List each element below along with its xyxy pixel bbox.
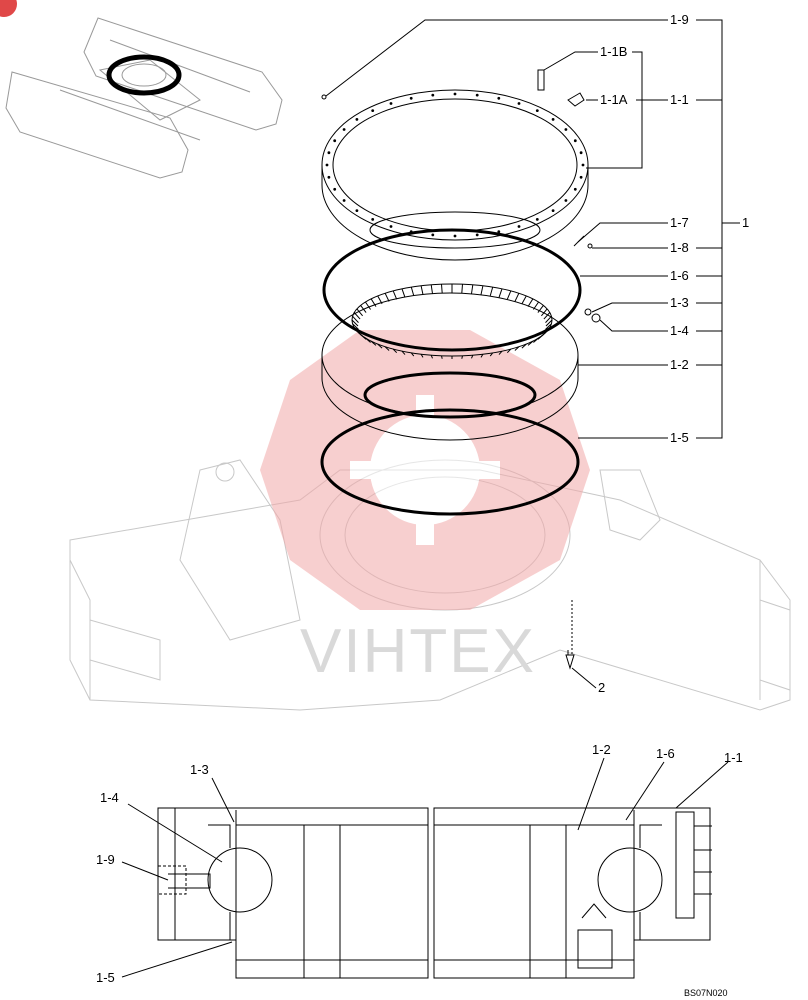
- leader-lines: [325, 19, 740, 689]
- label-1-9: 1-9: [670, 12, 689, 27]
- label-1-3: 1-3: [670, 295, 689, 310]
- bolt-hole: [573, 139, 577, 143]
- bolt-hole: [579, 175, 583, 179]
- label-1-5: 1-5: [670, 430, 689, 445]
- watermark-logo: [260, 330, 590, 610]
- bolt-hole: [409, 96, 413, 100]
- label-1-1B: 1-1B: [600, 44, 627, 59]
- label-1-7: 1-7: [670, 215, 689, 230]
- bolt-hole: [342, 199, 346, 202]
- bolt-hole: [579, 151, 583, 155]
- label-1-4: 1-4: [670, 323, 689, 338]
- bolt-holes: [325, 92, 585, 238]
- bolt-hole: [551, 118, 555, 121]
- bolt-hole: [551, 209, 555, 213]
- watermark-text: VIHTEX: [300, 617, 536, 686]
- bolt-hole: [497, 96, 501, 100]
- bolt-hole: [475, 93, 479, 97]
- section-label-1-2: 1-2: [592, 742, 611, 757]
- bolt-hole: [453, 92, 457, 96]
- section-label-1-9: 1-9: [96, 852, 115, 867]
- undercarriage-thumbnail: [5, 17, 283, 179]
- bolt-hole: [333, 139, 337, 143]
- label-1: 1: [742, 215, 749, 230]
- label-1-6: 1-6: [670, 268, 689, 283]
- section-label-1-3: 1-3: [190, 762, 209, 777]
- seal-1-5: [320, 408, 580, 516]
- section-label-1-5: 1-5: [96, 970, 115, 985]
- corner-marker: [0, 0, 17, 17]
- label-1-8: 1-8: [670, 240, 689, 255]
- bolt-hole: [342, 128, 346, 131]
- bolt-hole: [581, 163, 585, 167]
- section-label-1-4: 1-4: [100, 790, 119, 805]
- bolt-hole: [389, 102, 393, 105]
- label-2: 2: [598, 680, 605, 695]
- seal-1-6: [322, 228, 582, 352]
- section-labels: 1-2 1-6 1-1 1-3 1-4 1-9 1-5: [96, 742, 743, 985]
- bolt-hole: [355, 209, 359, 213]
- section-label-1-6: 1-6: [656, 746, 675, 761]
- cross-section: [121, 757, 729, 979]
- bolt-hole: [573, 187, 577, 191]
- bolt-hole: [371, 218, 375, 221]
- bolt-hole: [327, 175, 331, 179]
- bolt-hole: [389, 225, 393, 228]
- bolt-hole: [327, 151, 331, 155]
- bolt-hole: [564, 199, 568, 202]
- bolt-hole: [535, 109, 539, 112]
- label-1-2: 1-2: [670, 357, 689, 372]
- part-labels: 1-9 1-1B 1-1A 1-1 1-7 1 1-8 1-6 1-3 1-4 …: [598, 12, 749, 695]
- bolt-hole: [431, 93, 435, 97]
- bolt-hole: [325, 163, 329, 167]
- label-1-1A: 1-1A: [600, 92, 628, 107]
- label-1-1: 1-1: [670, 92, 689, 107]
- bolt-hole: [517, 225, 521, 228]
- bolt-hole: [475, 233, 479, 237]
- drawing-code: BS07N020: [684, 988, 728, 998]
- bolt-hole: [355, 118, 359, 121]
- bolt-hole: [453, 234, 457, 238]
- outer-ring-1-1: [321, 89, 589, 261]
- bolt-hole: [333, 187, 337, 191]
- bolt-hole: [431, 233, 435, 237]
- bolt-hole: [517, 102, 521, 105]
- section-label-1-1: 1-1: [724, 750, 743, 765]
- bolt-hole: [535, 218, 539, 221]
- inner-ring-1-2: [321, 283, 579, 441]
- bolt-hole: [371, 109, 375, 112]
- bolt-hole: [564, 128, 568, 131]
